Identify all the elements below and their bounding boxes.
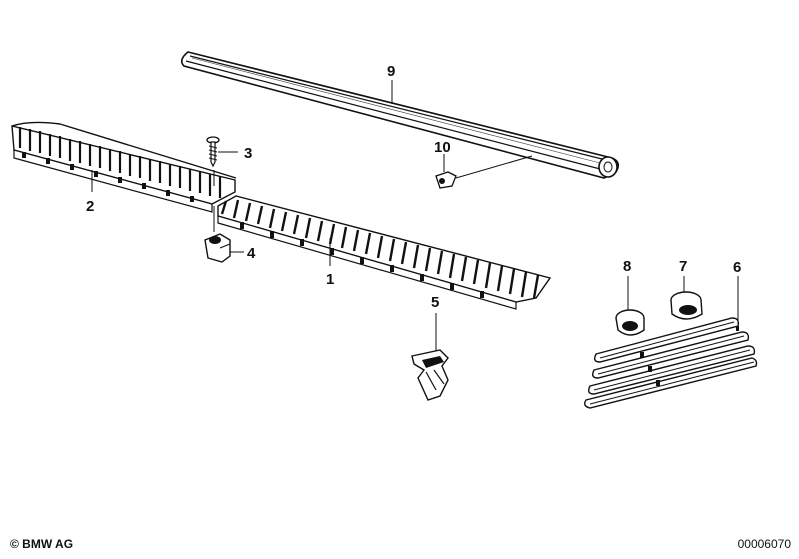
louver-grille-part	[583, 276, 758, 409]
diagram-id-label: 00006070	[737, 537, 791, 551]
callout-7: 7	[679, 258, 687, 275]
copyright-label: © BMW AG	[10, 537, 74, 551]
callout-10: 10	[434, 139, 451, 156]
seal-strip-part	[180, 51, 620, 179]
callout-2: 2	[86, 198, 94, 215]
callout-4: 4	[247, 245, 256, 262]
left-grille-strip-part	[11, 121, 237, 213]
screw-part	[206, 136, 238, 186]
callout-6: 6	[733, 259, 741, 276]
main-grille-strip-part	[217, 195, 552, 310]
callout-3: 3	[244, 145, 252, 162]
fastener-part	[435, 154, 533, 189]
grommet-8-part	[615, 276, 645, 336]
callout-1: 1	[326, 271, 334, 288]
clip-nut-part	[204, 206, 244, 263]
grommet-7-part	[670, 276, 703, 320]
callout-9: 9	[387, 63, 395, 80]
callout-8: 8	[623, 258, 631, 275]
spring-clip-part	[411, 313, 449, 401]
leader-lines	[91, 80, 393, 266]
callout-5: 5	[431, 294, 439, 311]
